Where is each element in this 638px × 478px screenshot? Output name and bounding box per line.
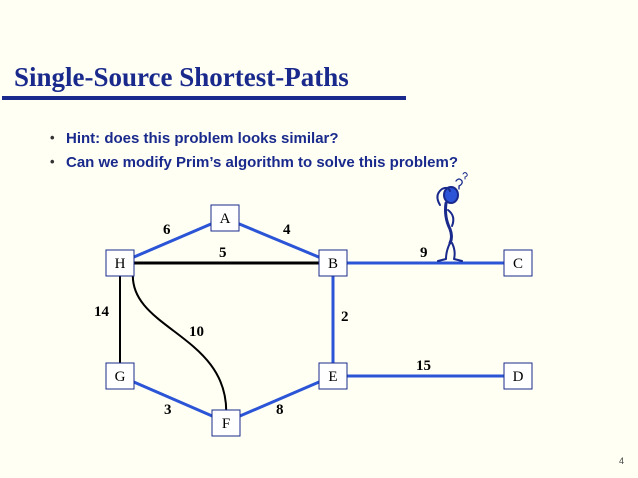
weight-e-d: 15 (416, 358, 431, 374)
weight-h-b: 5 (219, 245, 227, 261)
svg-text:C: C (513, 256, 523, 272)
weight-a-b: 4 (283, 222, 291, 238)
svg-text:F: F (222, 416, 230, 432)
edge-weights: 6 4 5 9 14 10 2 15 3 8 (94, 222, 431, 418)
thinking-person-icon (436, 172, 468, 262)
svg-text:B: B (328, 256, 338, 272)
node-b: B (318, 249, 348, 277)
bullet-question: Can we modify Prim’s algorithm to solve … (50, 150, 458, 175)
node-g: G (105, 362, 135, 390)
node-f: F (211, 409, 241, 437)
weight-h-g: 14 (94, 304, 110, 320)
nodes: A H B C G E D (105, 204, 533, 437)
weight-b-c: 9 (420, 245, 428, 261)
slide-title: Single-Source Shortest-Paths (14, 62, 349, 92)
node-e: E (318, 362, 348, 390)
weight-h-a: 6 (163, 222, 171, 238)
weight-e-f: 8 (276, 402, 284, 418)
edge-h-a (119, 216, 226, 265)
edge-e-f (225, 374, 334, 424)
svg-text:D: D (513, 369, 524, 385)
weight-g-f: 3 (164, 402, 172, 418)
edge-h-f (131, 271, 228, 419)
bullet-list: Hint: does this problem looks similar? C… (50, 126, 458, 175)
node-c: C (503, 249, 533, 277)
edges (119, 216, 518, 424)
weight-h-f: 10 (189, 324, 204, 340)
edge-g-f (119, 374, 227, 424)
weight-b-e: 2 (341, 309, 349, 325)
svg-text:E: E (328, 369, 337, 385)
svg-text:A: A (220, 211, 231, 227)
node-a: A (210, 204, 240, 232)
node-h: H (105, 249, 135, 277)
bullet-hint: Hint: does this problem looks similar? (50, 126, 458, 151)
edge-a-b (224, 216, 334, 265)
title-underline (2, 96, 406, 100)
svg-text:H: H (115, 256, 126, 272)
page-number: 4 (618, 456, 624, 466)
node-d: D (503, 362, 533, 390)
svg-text:G: G (115, 369, 126, 385)
